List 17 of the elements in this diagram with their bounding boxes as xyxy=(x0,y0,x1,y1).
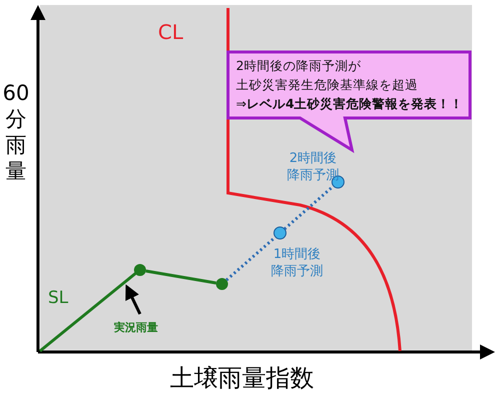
rainfall-line xyxy=(146,270,216,284)
axis-title: 土壌雨量指数 xyxy=(170,363,314,394)
rainfall-line xyxy=(125,284,142,315)
data-point xyxy=(134,264,146,276)
callout-text: 土砂災害発生危険基準線を超過 xyxy=(236,76,419,94)
callout-text: 2時間後の降雨予測が xyxy=(236,57,362,75)
data-point xyxy=(216,278,228,290)
forecast-line xyxy=(226,236,276,282)
curve-label: SL xyxy=(48,288,68,308)
axis-title: 60分雨量 xyxy=(2,80,30,184)
curve-label: CL xyxy=(158,20,184,44)
point-label: 2時間後降雨予測 xyxy=(286,150,340,184)
annotation-text: 実況雨量 xyxy=(108,320,164,335)
rainfall-line xyxy=(39,272,137,352)
point-label: 1時間後降雨予測 xyxy=(270,246,324,280)
callout-text: ⇒レベル4土砂災害危険警報を発表！！ xyxy=(236,95,464,113)
forecast-line xyxy=(284,184,334,230)
